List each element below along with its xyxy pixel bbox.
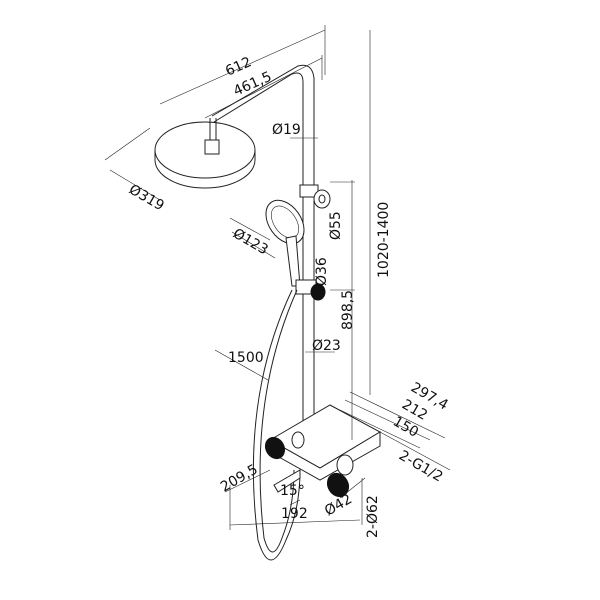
label-hand-shower-diameter: Ø123: [230, 226, 271, 259]
label-spout-offset: 192: [281, 506, 308, 522]
label-riser-height: 898,5: [340, 290, 356, 330]
label-connection: 2-G1/2: [396, 448, 445, 486]
thermostatic-mixer: [264, 404, 382, 498]
rain-shower-head: [154, 118, 256, 189]
label-spout-angle: 15°: [280, 483, 305, 499]
hose: [252, 289, 301, 561]
slider: [295, 279, 326, 301]
label-slider-diameter: Ø36: [314, 257, 330, 286]
dimension-lines: [104, 25, 451, 530]
label-riser-diameter: Ø23: [312, 338, 341, 354]
label-spout-length: 209,5: [218, 462, 261, 496]
label-knob-diameter: Ø42: [322, 491, 355, 519]
riser-pipe: [211, 64, 315, 470]
label-hose-length: 1500: [228, 350, 264, 366]
label-arm-diameter: Ø19: [272, 122, 301, 138]
label-holder-diameter: Ø55: [328, 211, 344, 240]
label-height-range: 1020-1400: [376, 202, 392, 278]
hand-shower: [265, 199, 305, 287]
label-head-diameter: Ø319: [126, 182, 167, 215]
label-escutcheon-diameter: 2-Ø62: [365, 495, 381, 538]
hand-shower-holder: [299, 184, 331, 209]
